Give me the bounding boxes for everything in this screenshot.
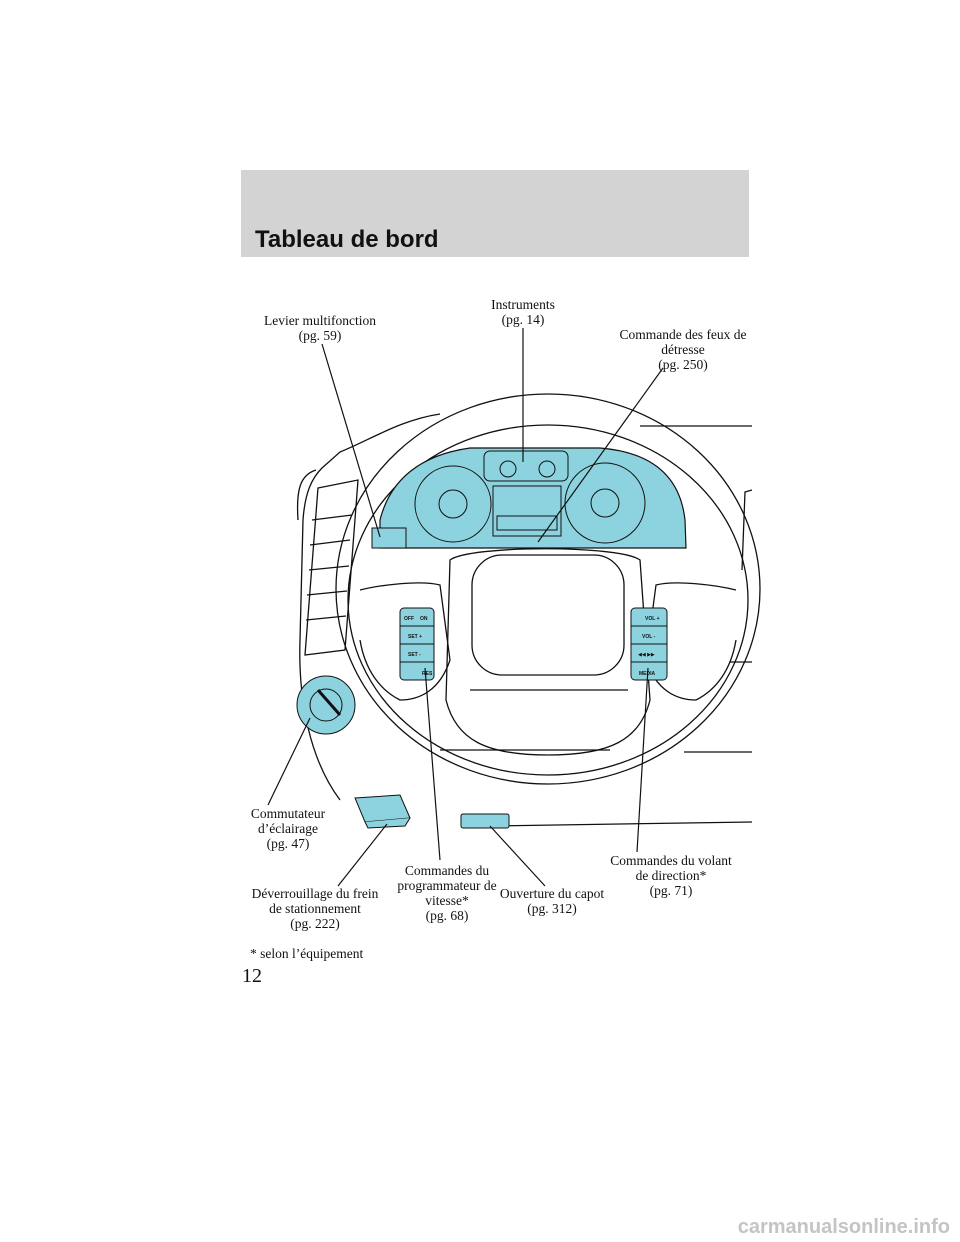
instrument-cluster xyxy=(379,447,687,549)
callout-hood-release: Ouverture du capot (pg. 312) xyxy=(500,886,604,916)
callout-line: (pg. 59) xyxy=(298,328,342,343)
fuel-gauge xyxy=(538,460,556,478)
button-label: SET - xyxy=(408,652,421,658)
button-label: ◀◀ ▶▶ xyxy=(638,652,655,658)
steering-spoke-right xyxy=(645,582,737,701)
callout-line: (pg. 68) xyxy=(425,908,469,923)
lighting-switch[interactable] xyxy=(296,675,356,735)
steering-wheel-inner xyxy=(347,424,749,776)
callout-parking-brake: Déverrouillage du frein de stationnement… xyxy=(252,886,379,931)
airbag-cover xyxy=(471,554,625,676)
speed-control-buttons[interactable]: OFF ON SET + SET - RES xyxy=(399,607,435,681)
callout-line: (pg. 250) xyxy=(658,357,708,372)
callout-line: Commandes du xyxy=(404,863,490,878)
callout-hazard-control: Commande des feux de détresse (pg. 250) xyxy=(619,327,746,372)
callout-line: vitesse* xyxy=(425,893,469,908)
button-label: VOL + xyxy=(645,616,660,622)
watermark: carmanualsonline.info xyxy=(737,1216,950,1238)
callout-line: Instruments xyxy=(491,297,555,312)
callout-line: détresse xyxy=(661,342,705,357)
callout-line: d’éclairage xyxy=(258,821,318,836)
speedometer xyxy=(564,462,646,544)
dash-outline xyxy=(489,821,753,827)
audio-control-buttons[interactable]: VOL + VOL - ◀◀ ▶▶ MEDIA xyxy=(630,607,668,681)
dash-outline xyxy=(299,413,441,801)
callout-line: (pg. 14) xyxy=(501,312,545,327)
dash-outline xyxy=(741,489,753,571)
lighting-switch-grip xyxy=(316,689,342,716)
lighting-switch-knob xyxy=(309,688,343,722)
callout-line: Levier multifonction xyxy=(263,313,377,328)
parking-brake-release-edge xyxy=(364,817,411,829)
callout-line: Ouverture du capot xyxy=(499,886,605,901)
callout-line: (pg. 47) xyxy=(266,836,310,851)
callout-multifunction-lever: Levier multifonction (pg. 59) xyxy=(264,313,376,343)
dash-outline xyxy=(296,469,317,521)
callout-line: de stationnement xyxy=(269,901,361,916)
callout-lighting-switch: Commutateur d’éclairage (pg. 47) xyxy=(251,806,325,851)
button-label: SET + xyxy=(408,634,422,640)
hood-release[interactable] xyxy=(460,813,510,829)
message-display xyxy=(496,515,558,531)
button-label: ON xyxy=(420,616,428,622)
callout-line: (pg. 312) xyxy=(527,901,577,916)
callout-steering-controls: Commandes du volant de direction* (pg. 7… xyxy=(610,853,732,898)
leader-lines xyxy=(267,328,664,887)
speedometer-hub xyxy=(590,488,620,518)
callout-line: Commande des feux de xyxy=(619,327,747,342)
callout-line: (pg. 222) xyxy=(290,916,340,931)
temperature-gauge xyxy=(499,460,517,478)
callout-speed-control: Commandes du programmateur de vitesse* (… xyxy=(397,863,496,923)
callout-instruments: Instruments (pg. 14) xyxy=(491,297,555,327)
callout-line: (pg. 71) xyxy=(649,883,693,898)
steering-wheel-rim xyxy=(335,393,761,785)
parking-brake-release[interactable] xyxy=(354,794,411,823)
footnote: * selon l’équipement xyxy=(250,946,364,961)
button-label: RES xyxy=(422,671,433,677)
dash-outline xyxy=(684,661,752,753)
page-number: 12 xyxy=(242,965,262,987)
button-label: VOL - xyxy=(642,634,656,640)
tachometer-hub xyxy=(438,489,468,519)
callout-line: Déverrouillage du frein xyxy=(251,886,379,901)
tachometer xyxy=(414,465,492,543)
air-vent xyxy=(304,479,359,656)
button-label: OFF xyxy=(404,616,414,622)
callout-line: de direction* xyxy=(635,868,707,883)
cluster-top-gauges xyxy=(483,450,569,482)
multifunction-lever[interactable] xyxy=(371,527,407,549)
callout-line: Commandes du volant xyxy=(610,853,732,868)
callout-line: Commutateur xyxy=(250,806,326,821)
hub-lines xyxy=(440,689,628,751)
callout-line: programmateur de xyxy=(397,878,497,893)
page-title: Tableau de bord xyxy=(255,226,439,253)
steering-spoke-left xyxy=(359,582,451,701)
air-vent-slats xyxy=(305,514,353,621)
steering-hub xyxy=(445,548,651,756)
header-band: Tableau de bord xyxy=(241,170,749,257)
